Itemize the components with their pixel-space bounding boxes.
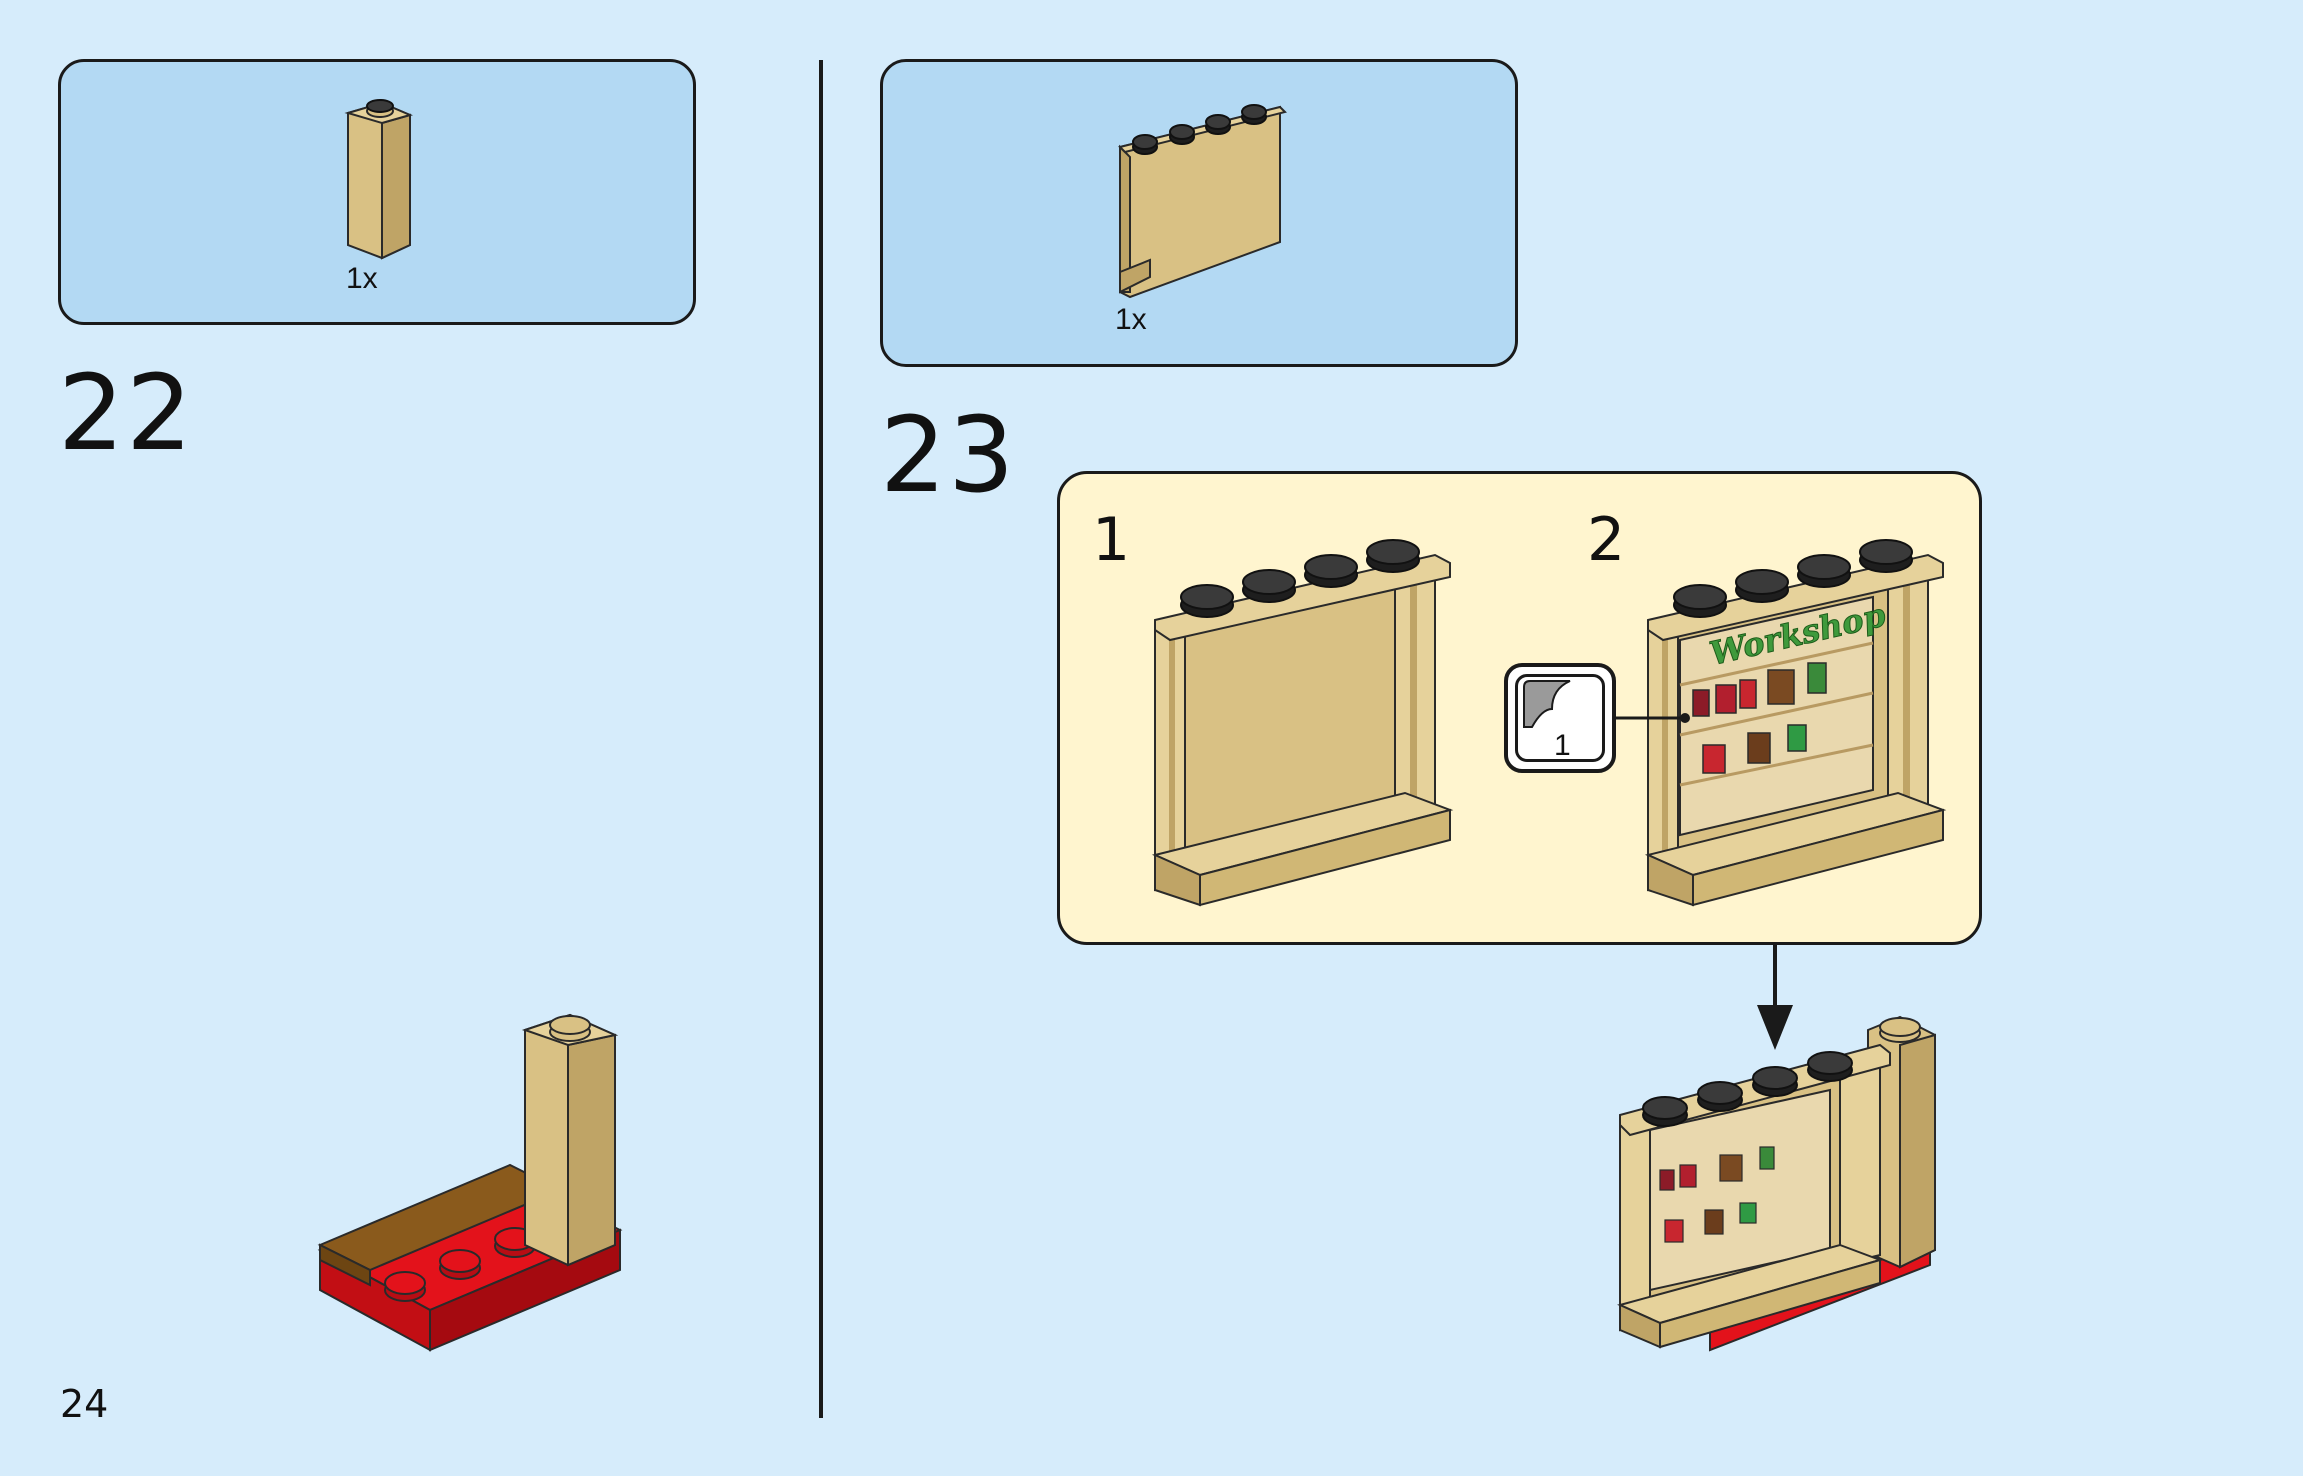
sticker-leader-line: [1610, 713, 1690, 723]
step-22-part-qty: 1x: [346, 262, 378, 295]
step-23-number: 23: [880, 394, 1017, 516]
page-divider: [819, 60, 823, 1418]
sticker-peel-icon: [1523, 680, 1571, 728]
page-number: 24: [60, 1382, 109, 1426]
tan-panel-1x4x3-icon: [1118, 104, 1287, 299]
down-arrow-icon: [1757, 945, 1793, 1050]
substep-2-panel: Workshop: [1644, 539, 1947, 907]
step-23-model: [1617, 1015, 1936, 1352]
step-23-part-qty: 1x: [1115, 303, 1147, 336]
sticker-badge: 1: [1504, 663, 1616, 773]
substep-1-number: 1: [1092, 505, 1131, 575]
substep-2-number: 2: [1587, 505, 1626, 575]
step-22-model: [317, 1013, 623, 1352]
sticker-number: 1: [1554, 729, 1571, 762]
tan-brick-1x1x3-icon: [344, 99, 413, 260]
substep-1-panel: [1151, 539, 1454, 907]
step-22-number: 22: [58, 352, 195, 474]
